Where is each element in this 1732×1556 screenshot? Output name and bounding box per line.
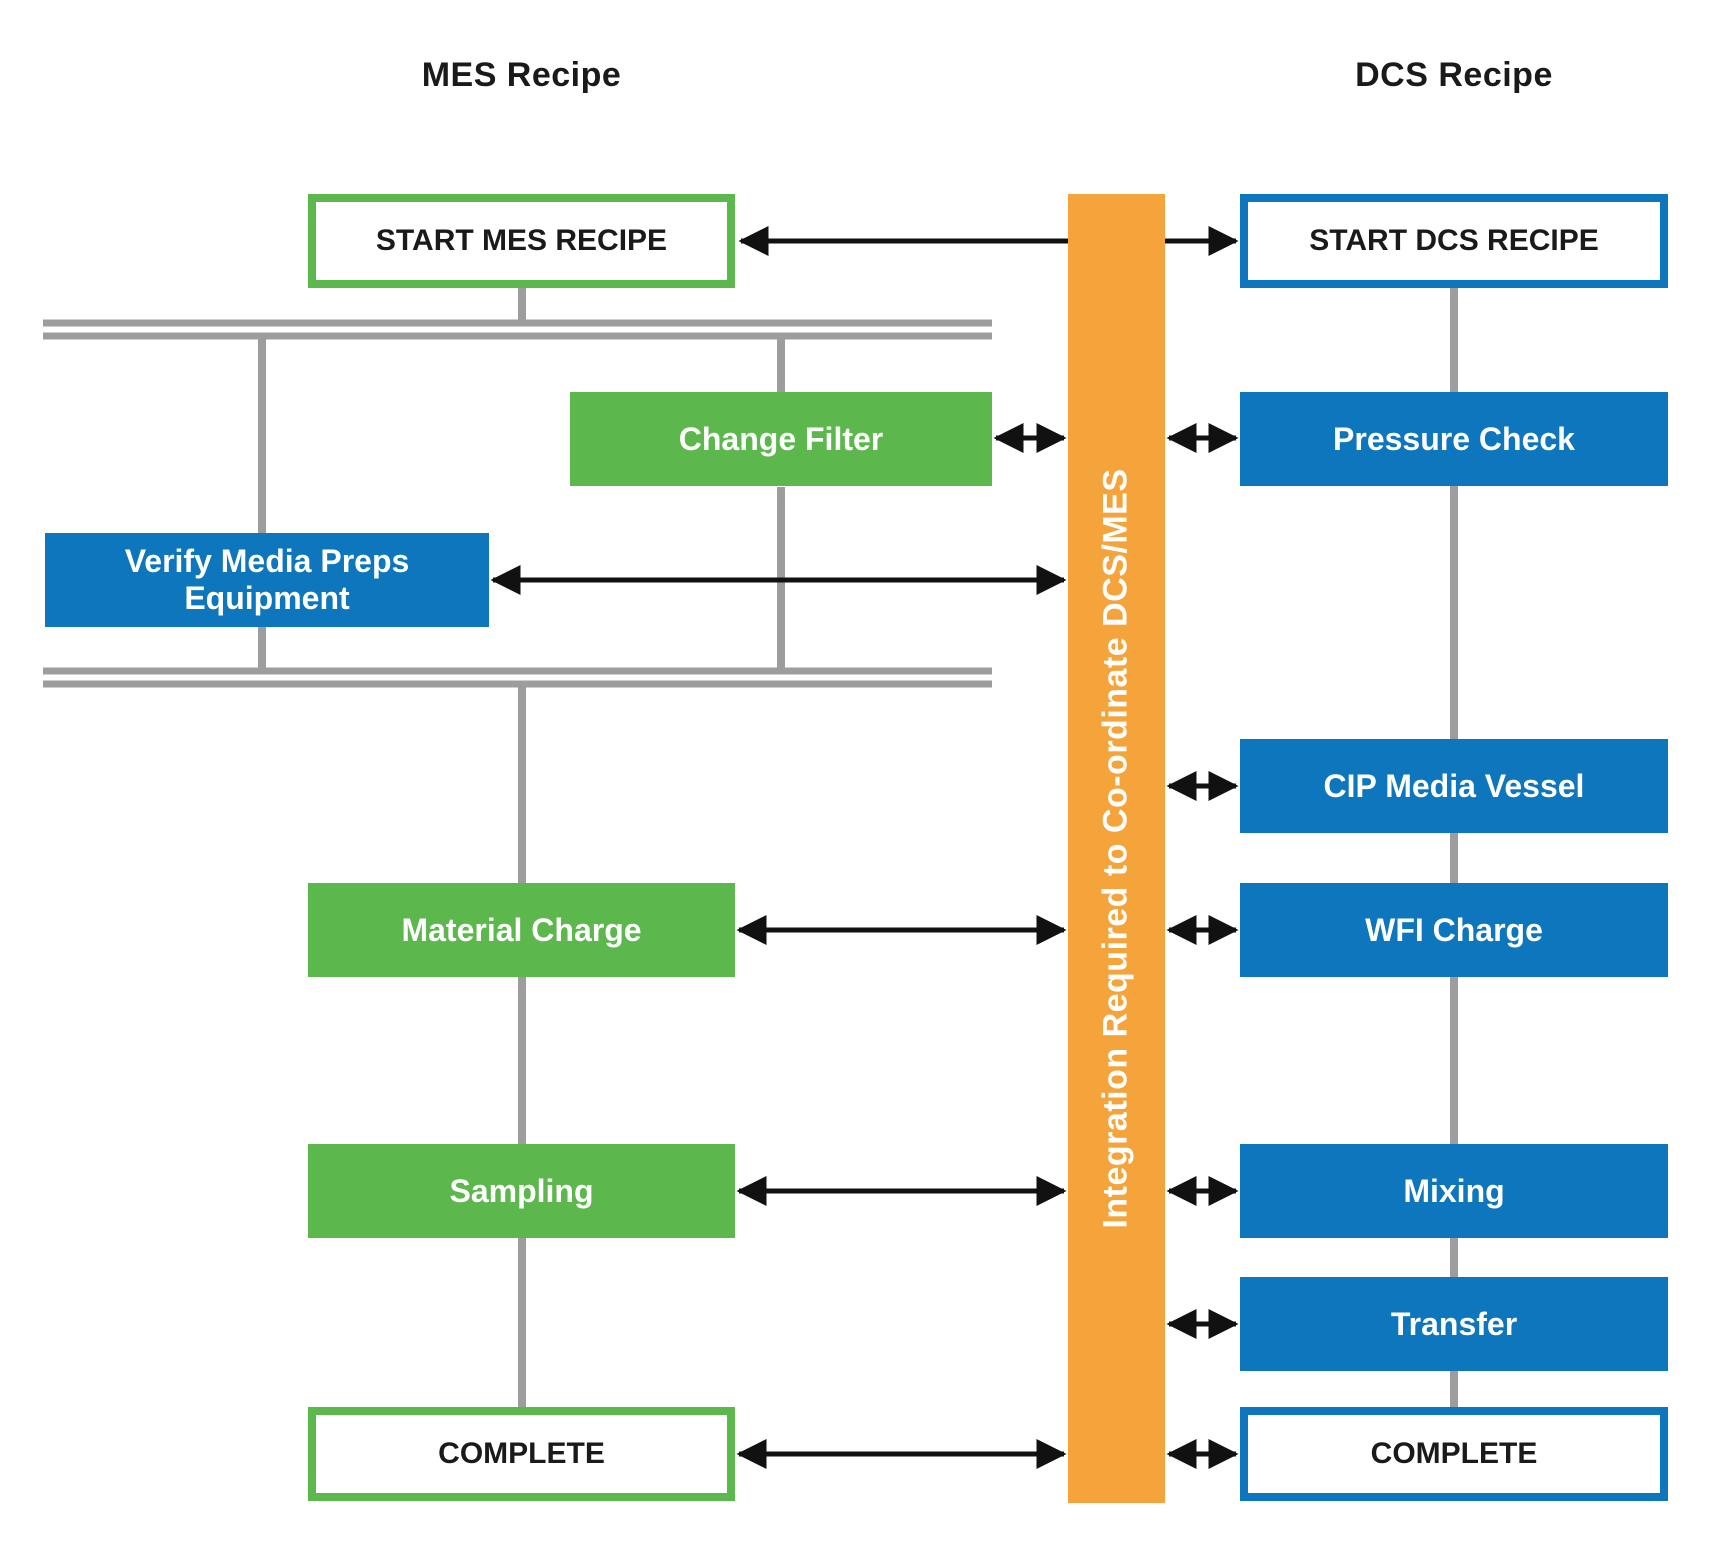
mes-complete-box: COMPLETE: [308, 1407, 735, 1501]
integration-bar-label: Integration Required to Co-ordinate DCS/…: [1097, 468, 1136, 1229]
dcs-wfi-charge-label: WFI Charge: [1365, 911, 1543, 948]
sync-bars: [43, 319, 992, 688]
dcs-complete-box: COMPLETE: [1240, 1407, 1668, 1501]
mes-start-box: START MES RECIPE: [308, 194, 735, 288]
dcs-transfer-label: Transfer: [1390, 1305, 1518, 1342]
dcs-wfi-charge-box: WFI Charge: [1240, 883, 1668, 977]
dcs-lane-title: DCS Recipe: [1355, 56, 1553, 94]
dcs-cip-media-vessel-label: CIP Media Vessel: [1323, 767, 1585, 804]
mes-material-charge-label: Material Charge: [401, 911, 642, 948]
mes-lane-title: MES Recipe: [421, 56, 622, 94]
mes-flow-lines: [258, 288, 785, 1407]
mes-start-label: START MES RECIPE: [375, 224, 668, 257]
dcs-start-box: START DCS RECIPE: [1240, 194, 1668, 288]
dcs-start-label: START DCS RECIPE: [1309, 224, 1599, 257]
dcs-cip-media-vessel-box: CIP Media Vessel: [1240, 739, 1668, 833]
coordination-arrows: [490, 226, 1239, 1469]
dcs-mixing-box: Mixing: [1240, 1144, 1668, 1238]
integration-bar: Integration Required to Co-ordinate DCS/…: [1068, 194, 1165, 1503]
mes-change-filter-label: Change Filter: [678, 420, 884, 457]
mes-change-filter-box: Change Filter: [570, 392, 992, 486]
dcs-transfer-box: Transfer: [1240, 1277, 1668, 1371]
mes-complete-label: COMPLETE: [438, 1437, 605, 1470]
mes-verify-equipment-box: Verify Media Preps Equipment: [45, 533, 489, 627]
dcs-pressure-check-label: Pressure Check: [1333, 420, 1575, 457]
mes-material-charge-box: Material Charge: [308, 883, 735, 977]
mes-verify-equipment-label: Verify Media Preps Equipment: [124, 543, 410, 616]
mes-sampling-label: Sampling: [449, 1172, 594, 1209]
dcs-mixing-label: Mixing: [1403, 1172, 1505, 1209]
dcs-pressure-check-box: Pressure Check: [1240, 392, 1668, 486]
mes-sampling-box: Sampling: [308, 1144, 735, 1238]
dcs-complete-label: COMPLETE: [1370, 1437, 1538, 1470]
